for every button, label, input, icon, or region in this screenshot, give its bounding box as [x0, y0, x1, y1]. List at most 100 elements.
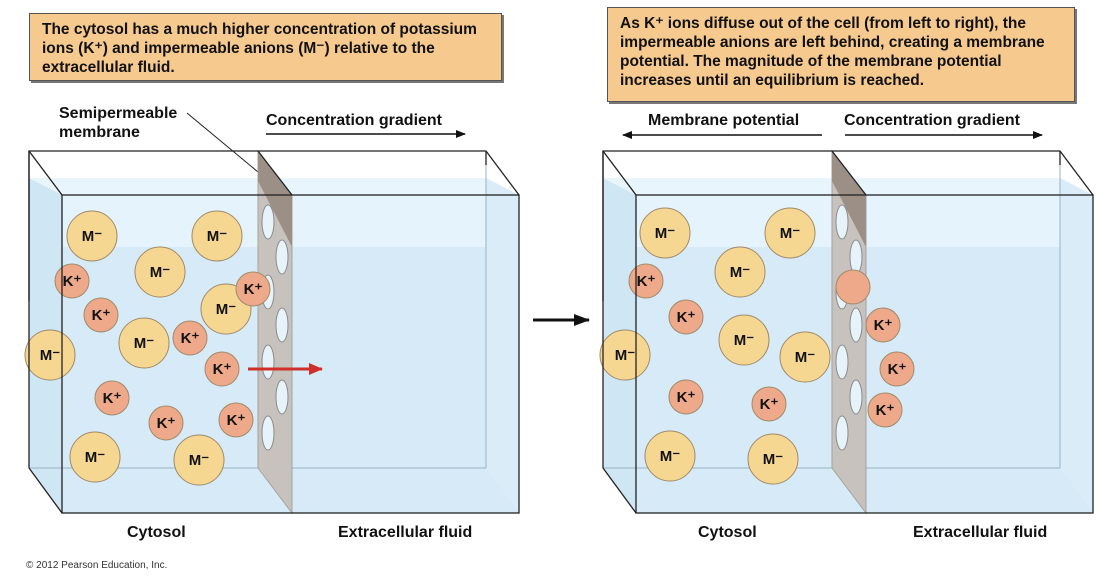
- ion-label: K⁺: [92, 307, 111, 324]
- anion-ion: M⁻: [118, 317, 170, 369]
- anion-ion: M⁻: [639, 207, 691, 259]
- ion-label: K⁺: [63, 273, 82, 290]
- concentration-gradient-label-left: Concentration gradient: [266, 112, 443, 129]
- ion-label: K⁺: [876, 402, 895, 419]
- extracellular-label-left: Extracellular fluid: [338, 524, 473, 541]
- potassium-ion-extracellular: K⁺: [867, 392, 903, 428]
- anion-ion: M⁻: [191, 210, 243, 262]
- membrane-pore: [275, 239, 289, 275]
- anion-circle: [118, 317, 170, 369]
- anion-ion: M⁻: [779, 331, 831, 383]
- box-front-face: [635, 194, 1094, 514]
- ion-label: M⁻: [660, 448, 680, 465]
- anion-ion: M⁻: [714, 246, 766, 298]
- membrane-pore: [849, 307, 863, 343]
- potassium-circle: [204, 351, 240, 387]
- membrane-top-edge: [257, 150, 293, 196]
- ion-label: K⁺: [213, 361, 232, 378]
- potassium-ion: K⁺: [204, 351, 240, 387]
- ion-label: M⁻: [40, 347, 60, 364]
- potassium-ion: K⁺: [628, 263, 664, 299]
- anion-circle: [639, 207, 691, 259]
- anion-circle: [191, 210, 243, 262]
- ion-label: K⁺: [637, 273, 656, 290]
- potassium-circle: [218, 402, 254, 438]
- potassium-circle: [94, 380, 130, 416]
- box-right-face: [1060, 178, 1093, 513]
- ion-label: M⁻: [615, 347, 635, 364]
- ion-label: M⁻: [189, 452, 209, 469]
- ion-label: M⁻: [216, 301, 236, 318]
- concentration-gradient-label-right: Concentration gradient: [844, 112, 1021, 129]
- ion-label: K⁺: [760, 396, 779, 413]
- box-bottom-left-edge: [28, 467, 63, 514]
- potassium-ion: K⁺: [148, 405, 184, 441]
- potassium-circle: [628, 263, 664, 299]
- anion-ion: M⁻: [134, 246, 186, 298]
- potassium-circle: [668, 379, 704, 415]
- ion-label: K⁺: [157, 415, 176, 432]
- cytosol-label-right: Cytosol: [698, 524, 757, 541]
- potassium-circle: [668, 299, 704, 335]
- anion-circle: [747, 433, 799, 485]
- potassium-ion: K⁺: [83, 297, 119, 333]
- potassium-ion: K⁺: [235, 271, 271, 307]
- anion-ion: M⁻: [69, 431, 121, 483]
- anion-circle: [69, 431, 121, 483]
- membrane-pore: [261, 344, 275, 380]
- anion-ion: M⁻: [66, 210, 118, 262]
- ion-label: K⁺: [103, 390, 122, 407]
- ion-label: M⁻: [763, 451, 783, 468]
- potassium-circle: [751, 386, 787, 422]
- potassium-ion: K⁺: [668, 299, 704, 335]
- membrane-pore: [261, 204, 275, 240]
- ion-label: M⁻: [150, 264, 170, 281]
- ion-label: M⁻: [780, 225, 800, 242]
- anion-ion: M⁻: [24, 329, 76, 381]
- box-top-left-edge: [602, 150, 637, 196]
- membrane-top: [258, 151, 292, 247]
- membrane-label-line1: Semipermeable: [59, 105, 178, 122]
- anion-circle: [764, 207, 816, 259]
- potassium-ion-extracellular: K⁺: [879, 351, 915, 387]
- ion-label: M⁻: [734, 332, 754, 349]
- ion-label: M⁻: [795, 349, 815, 366]
- membrane-pore: [849, 239, 863, 275]
- anion-ion: M⁻: [747, 433, 799, 485]
- potassium-circle: [148, 405, 184, 441]
- membrane-pore: [275, 379, 289, 415]
- ion-label: K⁺: [888, 361, 907, 378]
- anion-ion: M⁻: [644, 430, 696, 482]
- membrane-pore: [835, 204, 849, 240]
- ion-label: M⁻: [82, 228, 102, 245]
- anion-circle: [714, 246, 766, 298]
- ion-label: K⁺: [677, 389, 696, 406]
- ion-label: K⁺: [181, 330, 200, 347]
- panel-left: M⁻M⁻M⁻M⁻M⁻M⁻M⁻M⁻K⁺K⁺K⁺K⁺K⁺K⁺K⁺K⁺: [24, 149, 520, 515]
- box-top-left-edge: [28, 150, 63, 196]
- potassium-circle: [865, 307, 901, 343]
- membrane-pore: [275, 307, 289, 343]
- membrane-top: [832, 151, 866, 247]
- potassium-ion: K⁺: [172, 320, 208, 356]
- anion-ion: M⁻: [718, 314, 770, 366]
- potassium-circle: [83, 297, 119, 333]
- box-right-face: [486, 178, 519, 513]
- ion-label: M⁻: [134, 335, 154, 352]
- caption-right: As K⁺ ions diffuse out of the cell (from…: [607, 7, 1075, 102]
- potassium-circle: [172, 320, 208, 356]
- cytosol-label-left: Cytosol: [127, 524, 186, 541]
- ion-label: K⁺: [874, 317, 893, 334]
- potassium-ion-extracellular: K⁺: [865, 307, 901, 343]
- membrane-label-leader: [186, 112, 259, 173]
- membrane-pore: [261, 415, 275, 451]
- membrane-pore: [849, 379, 863, 415]
- copyright: © 2012 Pearson Education, Inc.: [26, 560, 168, 571]
- box-front-face: [61, 194, 520, 514]
- box-bottom-left-edge: [602, 467, 637, 514]
- potassium-ion: K⁺: [54, 263, 90, 299]
- ion-label: M⁻: [207, 228, 227, 245]
- ion-label: K⁺: [244, 281, 263, 298]
- ion-label: M⁻: [730, 264, 750, 281]
